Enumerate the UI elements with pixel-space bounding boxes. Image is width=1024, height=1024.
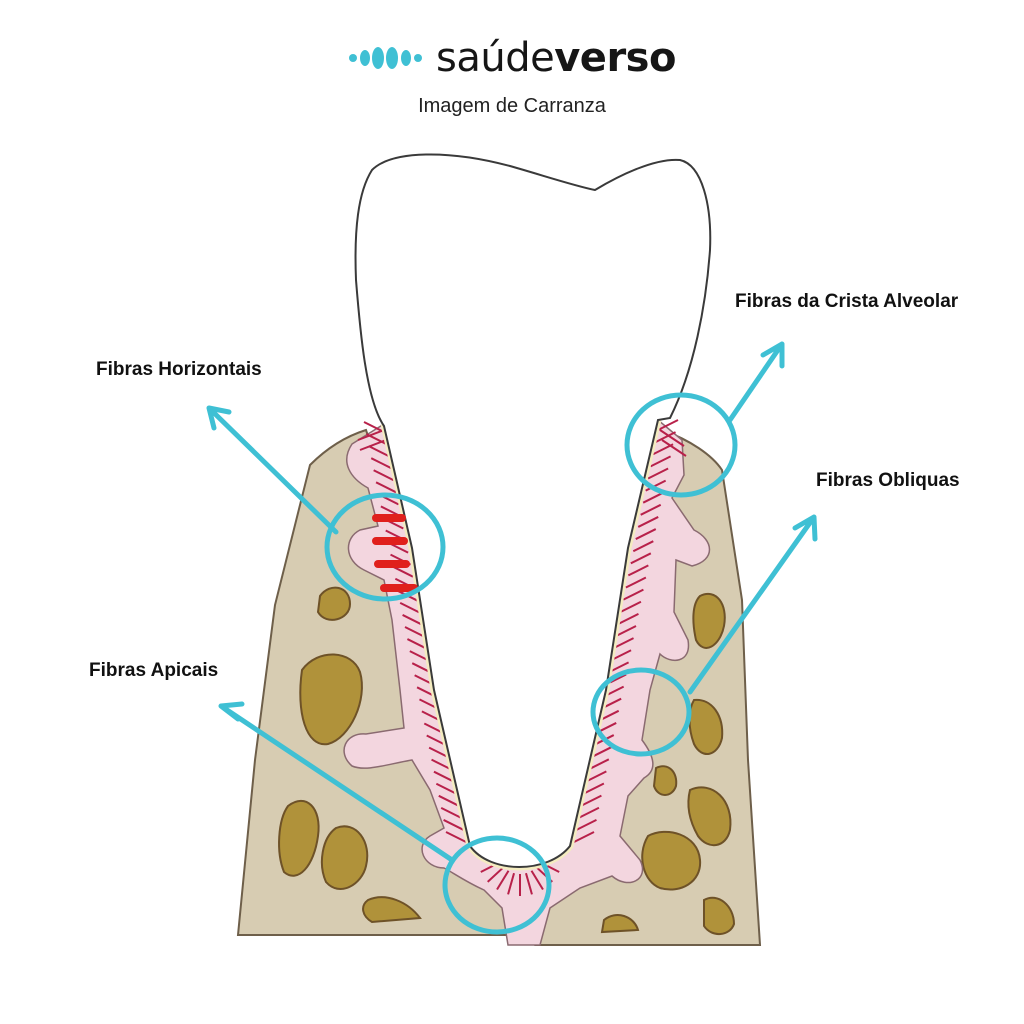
fiber-line xyxy=(580,794,602,807)
arrow-horizontais xyxy=(206,405,339,535)
circle-horizontais xyxy=(324,492,446,602)
fiber-line xyxy=(625,576,647,589)
arrow-obliquas xyxy=(687,514,818,695)
label-fibras-obliquas: Fibras Obliquas xyxy=(816,470,960,491)
fiber-line xyxy=(402,614,424,626)
brand-name-bold: verso xyxy=(554,35,676,81)
fiber-line xyxy=(659,429,685,447)
fiber-line xyxy=(404,626,426,638)
fiber-line xyxy=(585,770,607,783)
fiber-line xyxy=(431,758,452,771)
fiber-line xyxy=(635,528,657,540)
fiber-line xyxy=(650,455,672,468)
fiber-line xyxy=(530,870,544,891)
label-fibras-horizontais: Fibras Horizontais xyxy=(96,359,262,380)
fiber-line xyxy=(440,806,462,819)
brand-header: saúdeverso xyxy=(0,38,1024,78)
fiber-line xyxy=(627,564,649,577)
brand-name: saúdeverso xyxy=(436,38,676,78)
fiber-line xyxy=(590,746,612,759)
label-fibras-crista-alveolar: Fibras da Crista Alveolar xyxy=(735,291,959,312)
fiber-line xyxy=(433,770,455,783)
annotations xyxy=(206,341,818,935)
fiber-line xyxy=(620,600,642,613)
fiber-line xyxy=(392,565,414,578)
fiber-line xyxy=(583,782,605,795)
fiber-line xyxy=(647,467,669,480)
fiber-line xyxy=(588,758,610,771)
fiber-line xyxy=(373,469,395,482)
fiber-line xyxy=(661,439,687,457)
horizontal-fiber-highlight-marks xyxy=(372,514,418,592)
fiber-line xyxy=(645,479,667,492)
fiber-line xyxy=(359,439,387,451)
fiber-line xyxy=(613,637,634,650)
fiber-line xyxy=(487,866,505,883)
image-credit-caption: Imagem de Carranza xyxy=(418,95,606,117)
fiber-line xyxy=(637,516,659,528)
fiber-line xyxy=(618,612,639,625)
fiber-line xyxy=(445,831,467,843)
marrow-spaces xyxy=(278,586,736,935)
fiber-line xyxy=(435,782,457,795)
fiber-line xyxy=(368,445,390,458)
arrow-crista xyxy=(727,341,785,423)
circle-apicais xyxy=(442,835,552,935)
fiber-line xyxy=(507,872,515,895)
tooth xyxy=(354,153,712,868)
fiber-line xyxy=(615,625,637,637)
fiber-line xyxy=(640,503,662,516)
fiber-line xyxy=(375,481,397,494)
fiber-line xyxy=(632,540,654,553)
fiber-line xyxy=(496,870,510,891)
label-fibras-apicais: Fibras Apicais xyxy=(89,660,219,681)
fiber-line xyxy=(622,588,644,601)
circle-obliquas xyxy=(590,667,692,757)
fiber-line xyxy=(525,872,533,895)
periodontal-ligament xyxy=(343,418,711,946)
fiber-line xyxy=(443,819,465,831)
fiber-line xyxy=(657,419,679,431)
fiber-line xyxy=(642,491,664,504)
fiber-line xyxy=(630,552,652,565)
fiber-line xyxy=(655,431,676,444)
circle-crista xyxy=(624,392,738,498)
fiber-line xyxy=(357,429,385,441)
fiber-line xyxy=(370,457,392,470)
arrow-apicais xyxy=(218,701,455,863)
fiber-line xyxy=(438,794,460,807)
fiber-line xyxy=(578,806,600,819)
brand-name-light: saúde xyxy=(436,35,555,81)
fiber-line xyxy=(573,831,595,843)
fiber-line xyxy=(576,818,597,831)
saudeverso-logo-icon xyxy=(349,47,423,69)
fiber-line xyxy=(399,601,421,614)
